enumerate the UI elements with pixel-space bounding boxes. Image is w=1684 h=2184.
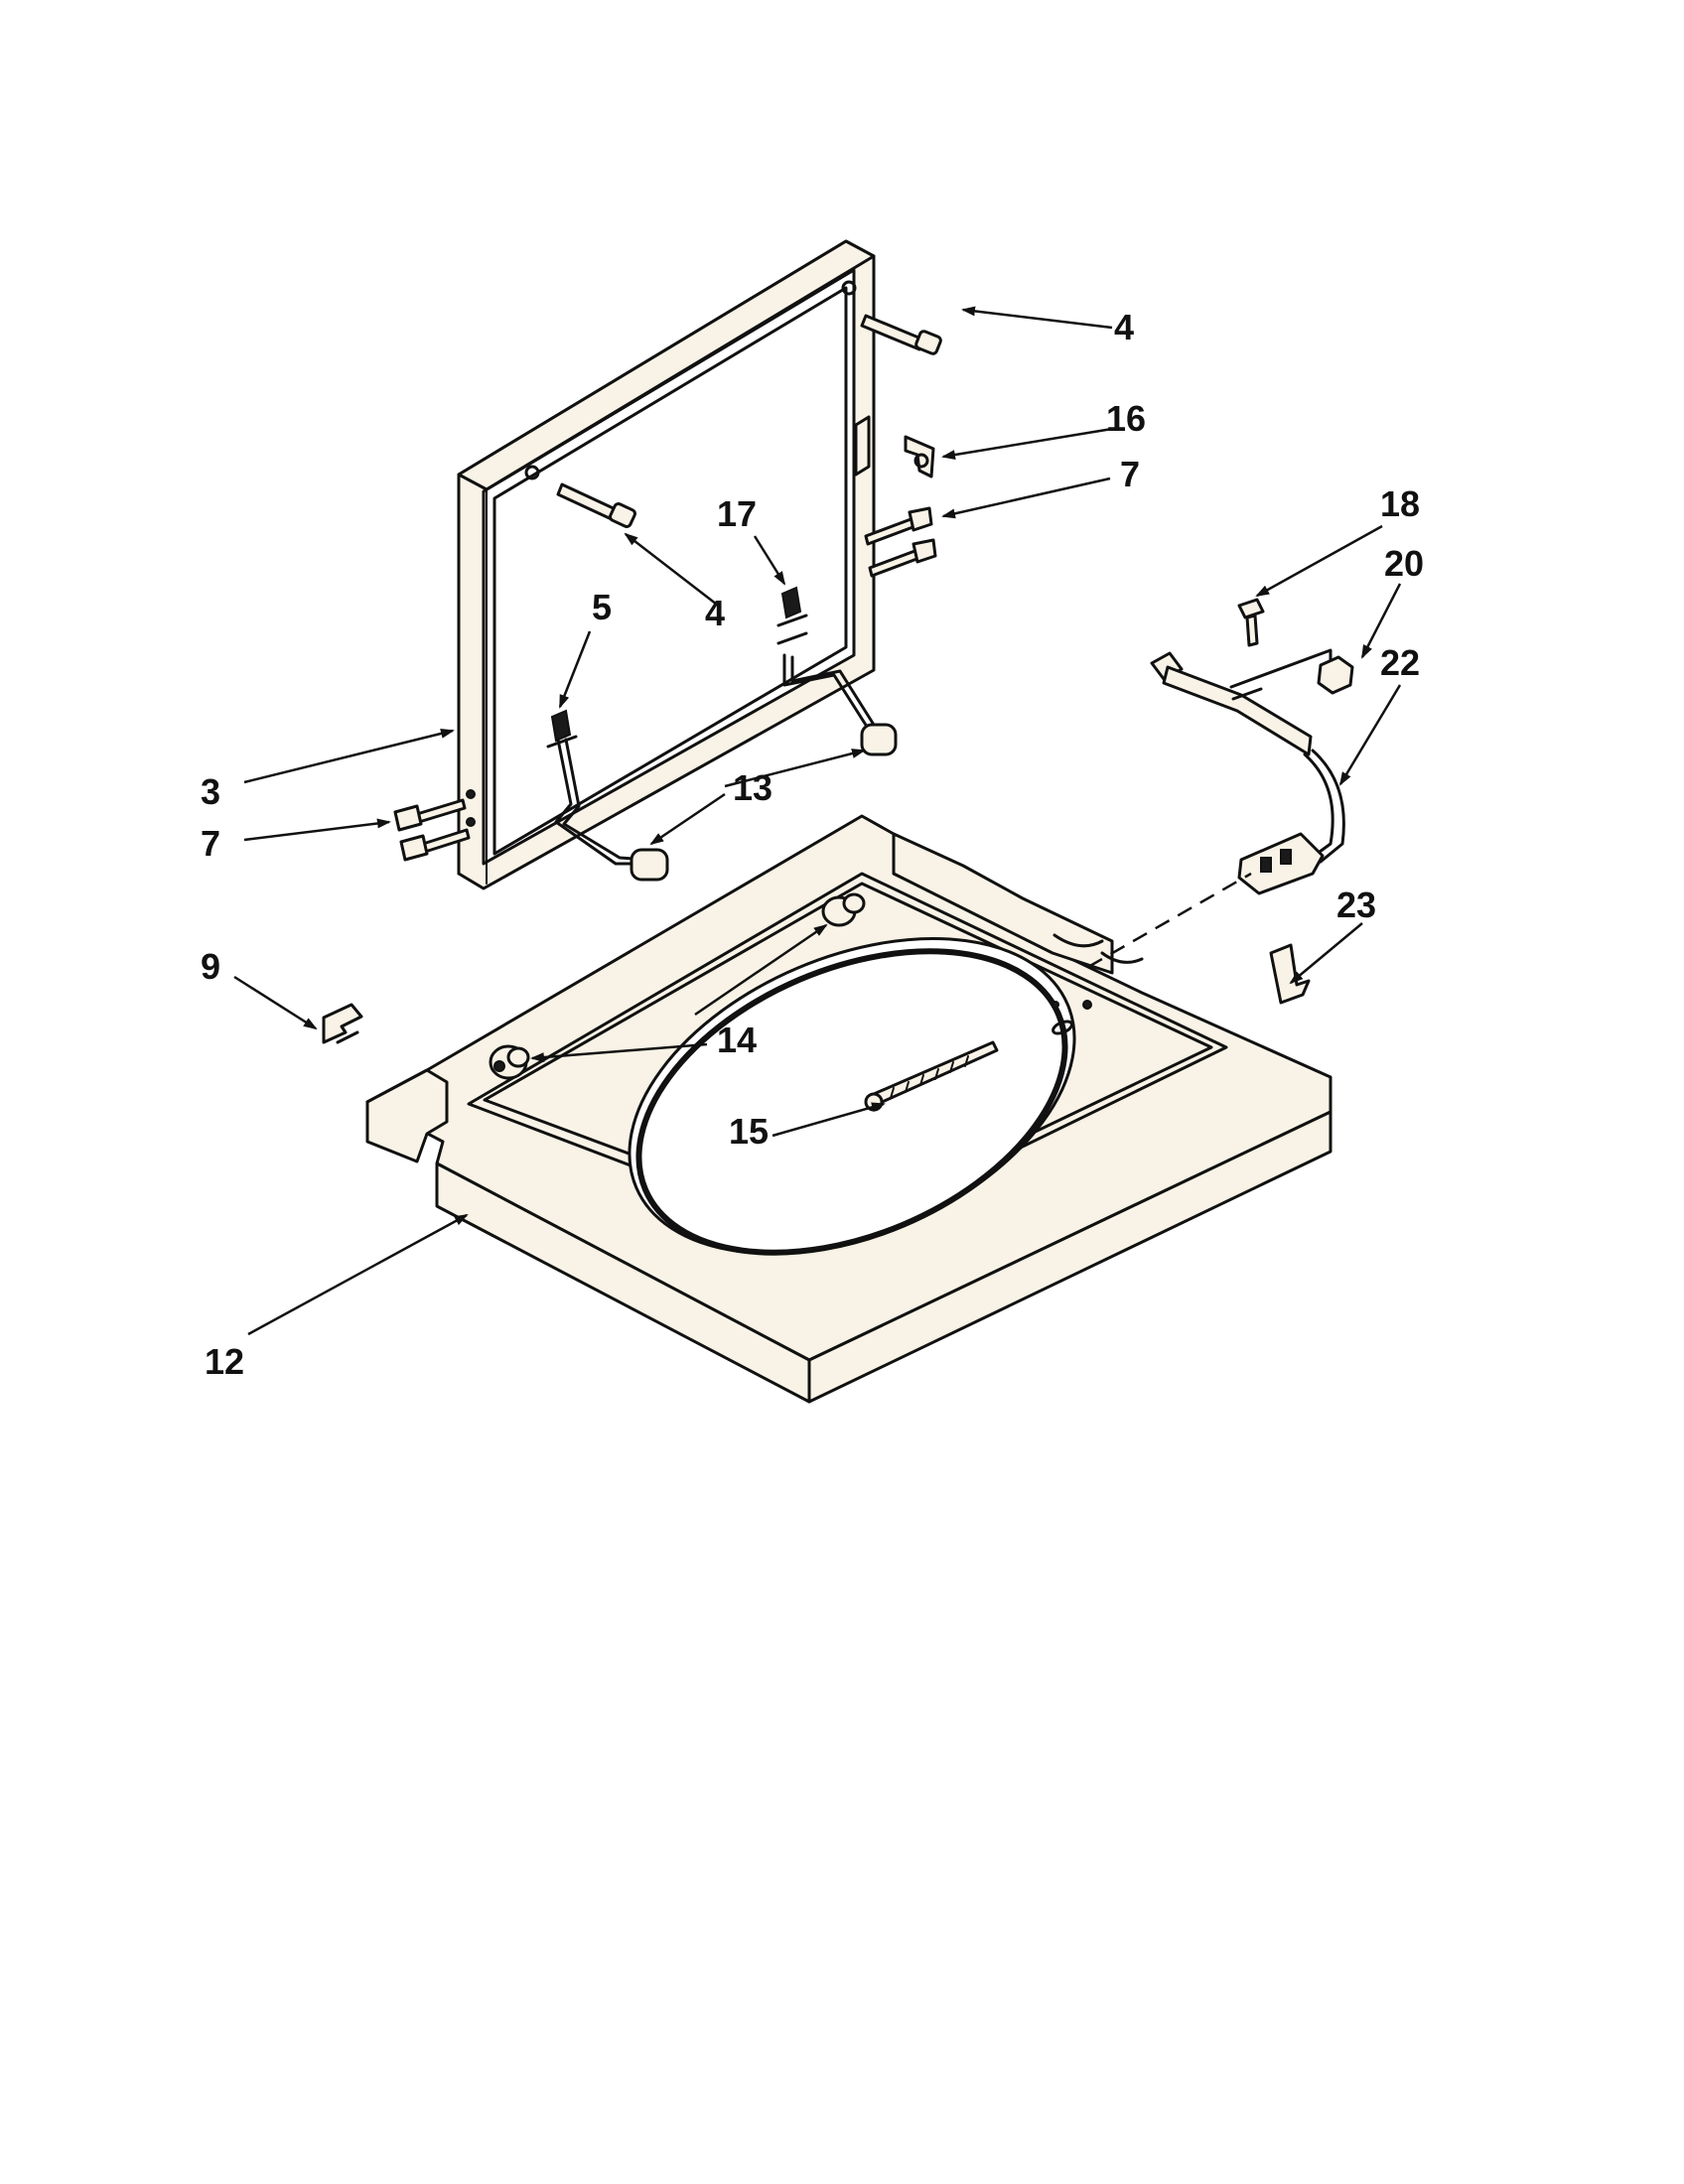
callout-3: 3 <box>201 771 220 812</box>
callout-23: 23 <box>1336 885 1376 925</box>
callout-12: 12 <box>205 1341 244 1382</box>
screw-7-right-b <box>868 538 937 578</box>
callout-18: 18 <box>1380 483 1420 524</box>
callout-7-left: 7 <box>201 823 220 864</box>
callout-22: 22 <box>1380 642 1420 683</box>
callout-17: 17 <box>717 493 757 534</box>
screw-7-left-b <box>399 828 471 862</box>
callout-16: 16 <box>1106 398 1146 439</box>
callout-9: 9 <box>201 946 220 987</box>
callout-4-upper: 4 <box>1114 307 1134 347</box>
callout-13: 13 <box>733 767 772 808</box>
screw-4-lower <box>556 482 636 528</box>
bumper-14-rear <box>821 892 866 927</box>
bumper-14-front <box>489 1044 530 1080</box>
hinge-bracket-16 <box>904 435 935 478</box>
screw-7-right-a <box>864 506 933 546</box>
wire-clip-5 <box>546 709 578 749</box>
callout-labels: 4 16 7 17 4 5 3 7 13 18 20 22 23 9 14 15… <box>201 307 1424 1382</box>
lid-switch-assembly <box>1150 648 1345 895</box>
screw-7-left-a <box>393 798 467 832</box>
nut-20 <box>1317 655 1354 695</box>
lid-wire-harness <box>554 653 898 882</box>
callout-4-lower: 4 <box>705 593 725 633</box>
callout-14: 14 <box>717 1020 757 1060</box>
callout-15: 15 <box>729 1111 769 1152</box>
switch-connection-line <box>1087 872 1252 969</box>
screw-4-upper <box>860 314 942 355</box>
callout-leaders <box>233 306 1402 1336</box>
clip-9 <box>322 1003 363 1044</box>
callout-7-right: 7 <box>1120 454 1140 494</box>
top-panel <box>365 814 1333 1404</box>
callout-5: 5 <box>592 587 612 627</box>
wire-clip-17 <box>776 586 808 645</box>
callout-20: 20 <box>1384 543 1424 584</box>
screw-18 <box>1237 598 1265 647</box>
